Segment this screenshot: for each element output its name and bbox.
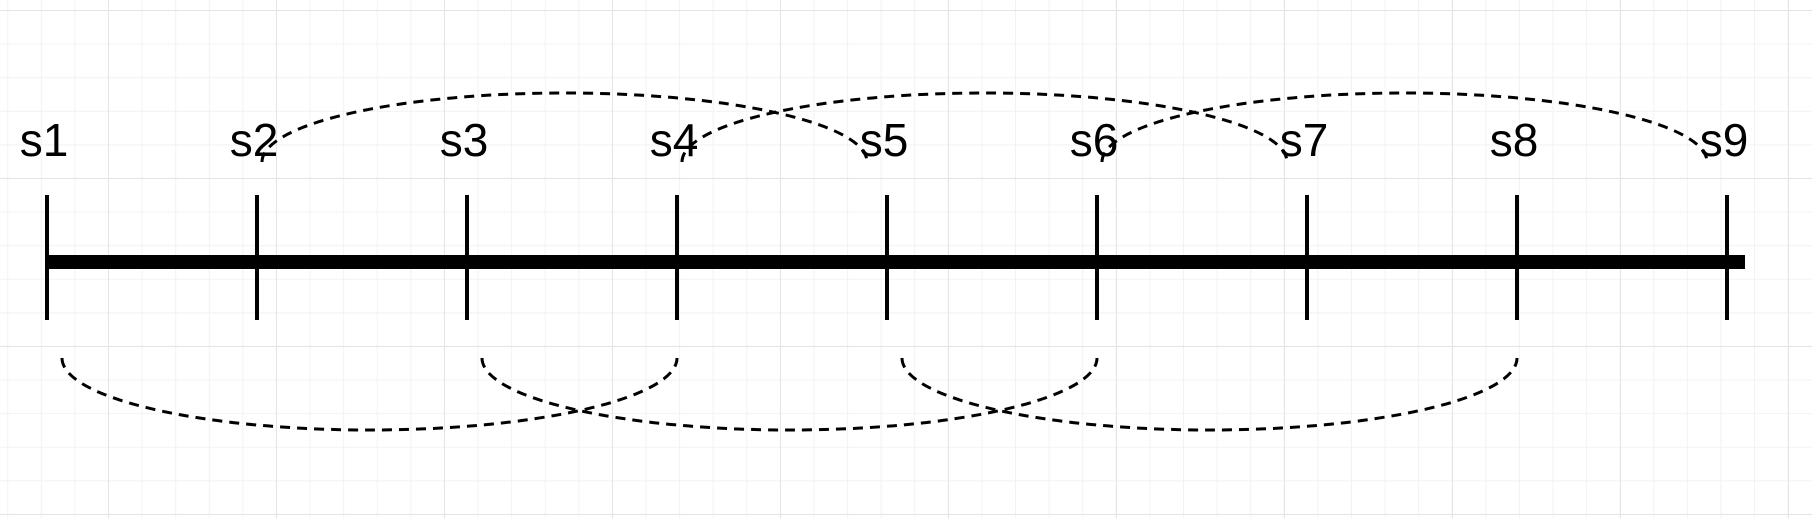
label-s4: s4 — [650, 114, 699, 166]
lower-arc-s3-s6 — [480, 357, 1099, 432]
lower-arc-s1-s4 — [60, 357, 679, 432]
upper-arc-s4-s7 — [680, 91, 1289, 163]
label-s6: s6 — [1070, 114, 1119, 166]
label-s2: s2 — [230, 114, 279, 166]
upper-arc-s2-s5 — [260, 91, 869, 163]
lower-arc-s5-s8 — [900, 357, 1519, 432]
label-s3: s3 — [440, 114, 489, 166]
upper-arc-s6-s9 — [1100, 91, 1709, 163]
label-s8: s8 — [1490, 114, 1539, 166]
label-s1: s1 — [20, 114, 69, 166]
